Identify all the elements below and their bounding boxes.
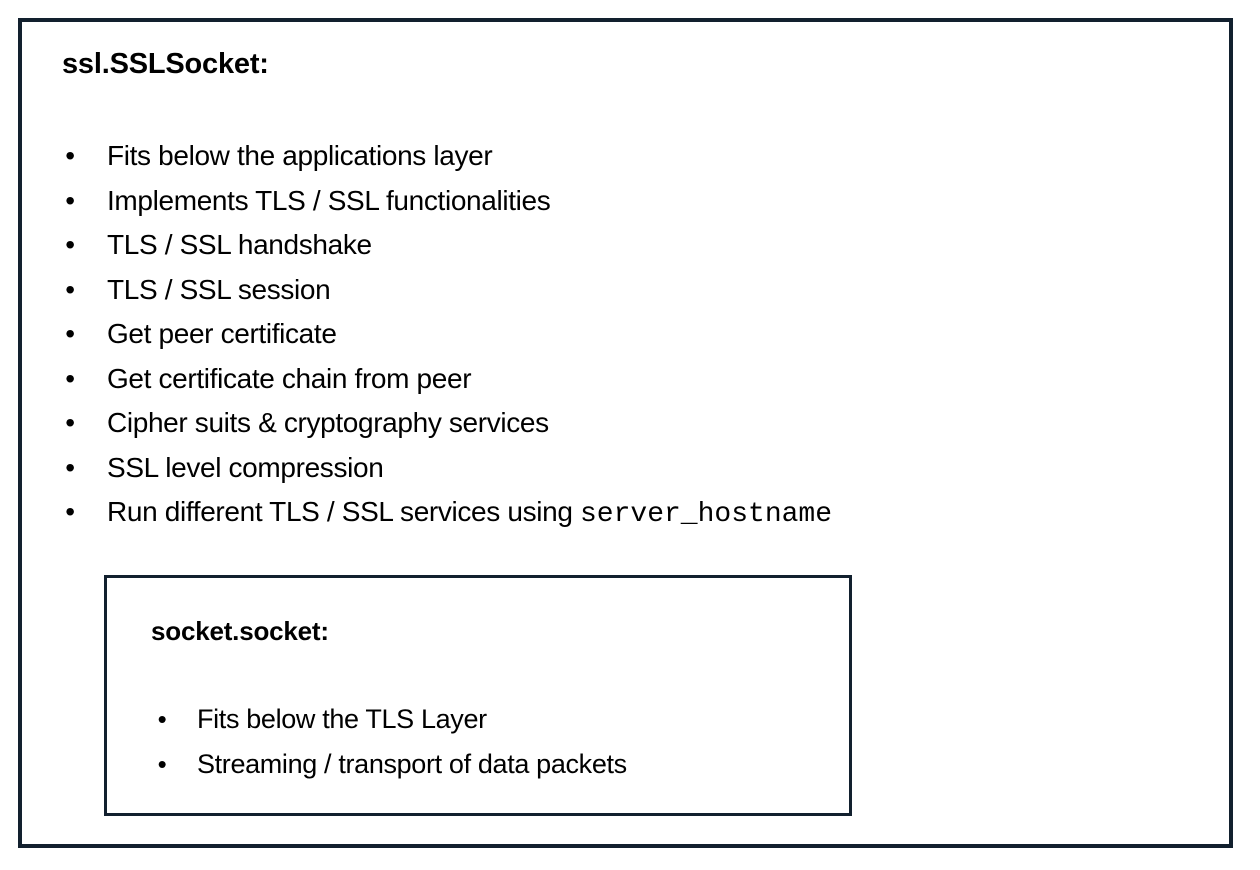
ssl-sslsocket-bullet-list: • Fits below the applications layer • Im… xyxy=(22,134,1229,535)
list-item: • Fits below the applications layer xyxy=(22,134,1229,179)
list-item-label: TLS / SSL session xyxy=(107,273,331,305)
list-item: • Get certificate chain from peer xyxy=(22,357,1229,402)
list-item: • Implements TLS / SSL functionalities xyxy=(22,179,1229,224)
bullet-icon: • xyxy=(65,184,75,216)
list-item-label: Get certificate chain from peer xyxy=(107,362,472,394)
list-item-label: SSL level compression xyxy=(107,451,384,483)
bullet-icon: • xyxy=(65,318,75,349)
list-item: • TLS / SSL session xyxy=(22,268,1229,313)
bullet-icon: • xyxy=(65,496,75,527)
list-item: • SSL level compression xyxy=(22,446,1229,491)
bullet-icon: • xyxy=(65,362,75,394)
ssl-sslsocket-heading: ssl.SSLSocket: xyxy=(62,48,269,80)
socket-socket-bullet-list: • Fits below the TLS Layer • Streaming /… xyxy=(107,697,849,787)
list-item: • Get peer certificate xyxy=(22,312,1229,357)
list-item: • TLS / SSL handshake xyxy=(22,223,1229,268)
list-item: • Cipher suits & cryptography services xyxy=(22,401,1229,446)
bullet-icon: • xyxy=(65,451,75,483)
socket-socket-heading: socket.socket: xyxy=(151,616,329,646)
slide-frame: ssl.SSLSocket: • Fits below the applicat… xyxy=(18,18,1233,848)
code-literal-server-hostname: server_hostname xyxy=(579,499,833,530)
bullet-icon: • xyxy=(65,273,75,305)
bullet-icon: • xyxy=(157,749,167,779)
list-item-label: Implements TLS / SSL functionalities xyxy=(107,184,551,216)
bullet-icon: • xyxy=(65,407,75,438)
list-item-label: Cipher suits & cryptography services xyxy=(107,407,549,438)
bullet-icon: • xyxy=(65,229,75,260)
bullet-icon: • xyxy=(65,140,75,171)
list-item-label: Fits below the TLS Layer xyxy=(197,704,487,734)
list-item-label: Streaming / transport of data packets xyxy=(197,749,627,779)
list-item-label: Get peer certificate xyxy=(107,318,337,349)
list-item: • Run different TLS / SSL services using… xyxy=(22,490,1229,535)
socket-socket-box: socket.socket: • Fits below the TLS Laye… xyxy=(104,575,852,816)
list-item-label: Run different TLS / SSL services using xyxy=(107,496,580,527)
list-item-label: Fits below the applications layer xyxy=(107,140,493,171)
bullet-icon: • xyxy=(157,704,167,734)
list-item: • Streaming / transport of data packets xyxy=(107,742,849,787)
list-item-label: TLS / SSL handshake xyxy=(107,229,372,260)
list-item: • Fits below the TLS Layer xyxy=(107,697,849,742)
